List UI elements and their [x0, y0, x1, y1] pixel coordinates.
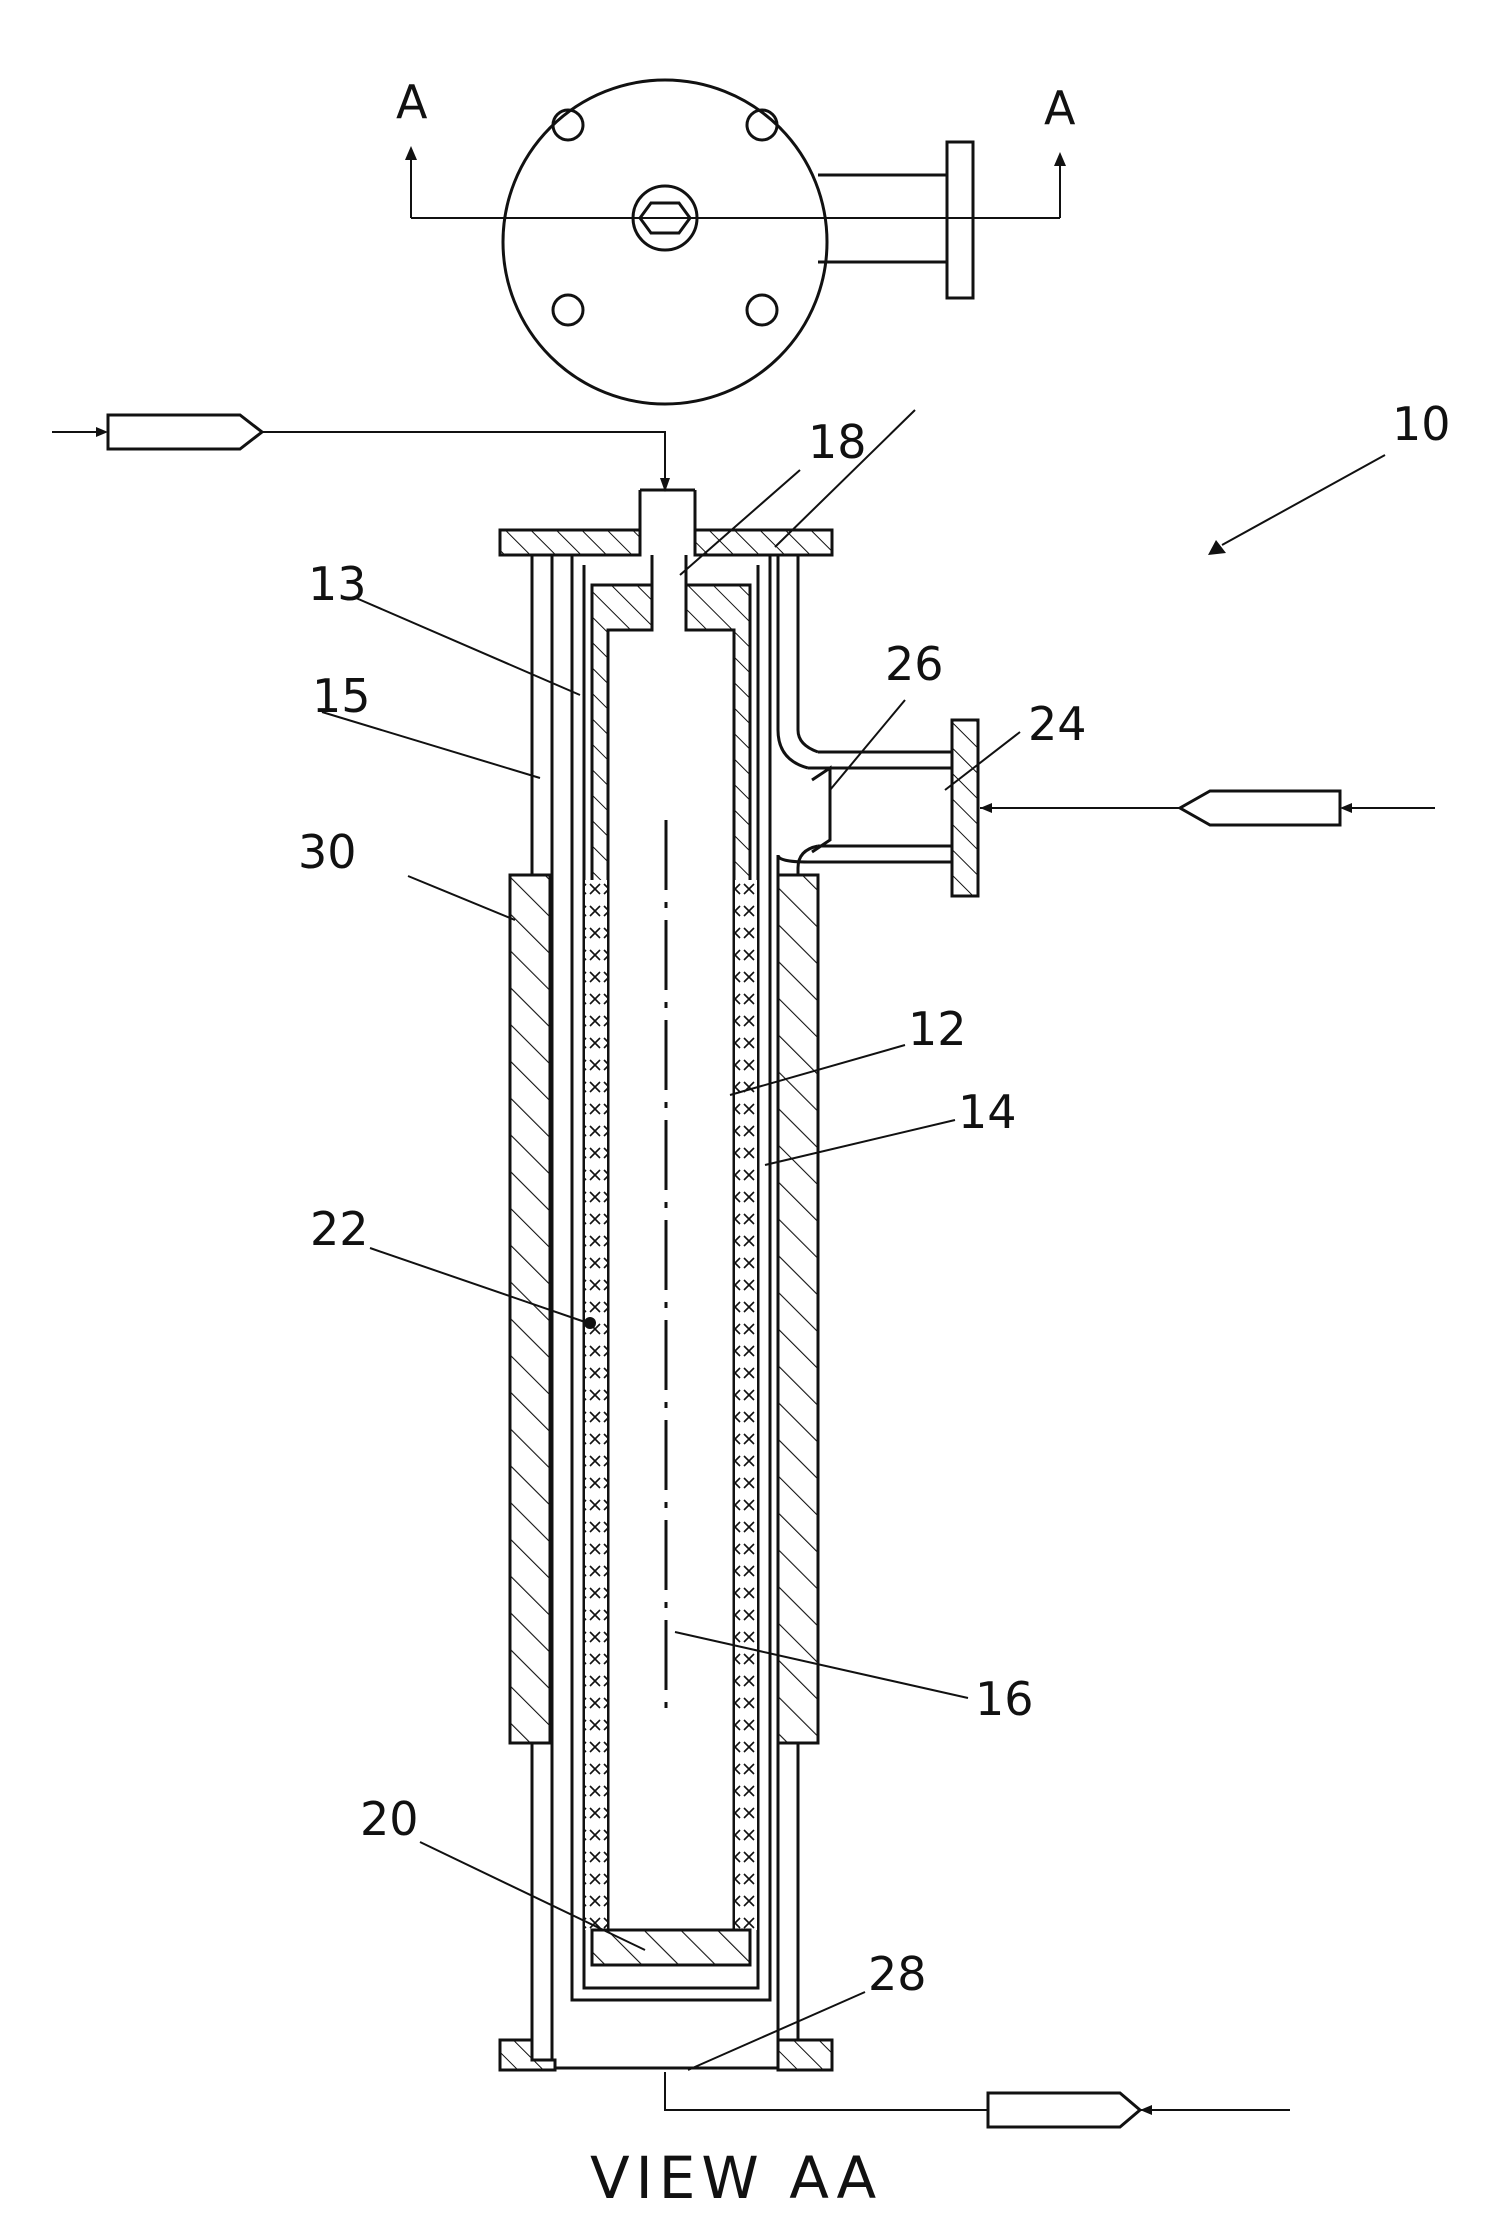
top-port-bore — [652, 555, 686, 630]
side-nozzle-inner — [778, 855, 808, 862]
inlet-arrow-right-end — [980, 803, 992, 813]
inlet-arrow-right-start — [1340, 803, 1352, 813]
side-nozzle-flange-plan — [947, 142, 973, 298]
bolt-hole-bottom-right — [747, 295, 777, 325]
label-12: 12 — [908, 1002, 967, 1056]
label-22: 22 — [310, 1202, 369, 1256]
label-20: 20 — [360, 1792, 419, 1846]
flange-disc — [503, 80, 827, 404]
label-30: 30 — [298, 825, 357, 879]
inlet-arrow-top-start — [96, 427, 108, 437]
arrow-10 — [1208, 540, 1226, 555]
section-arrow-right — [1054, 152, 1066, 166]
reference-labels: 10 18 13 15 26 24 30 12 14 22 16 20 28 — [298, 397, 1451, 2001]
bottom-flange — [500, 2040, 832, 2070]
side-nozzle-flange — [952, 720, 978, 896]
leader-10 — [1222, 455, 1385, 545]
leader-lines — [322, 455, 1385, 2070]
section-mark-left: A — [396, 75, 428, 129]
packing-right — [735, 880, 757, 1930]
top-inlet-stub — [640, 490, 695, 555]
leader-30 — [408, 876, 515, 920]
label-13: 13 — [308, 557, 367, 611]
label-15: 15 — [312, 669, 371, 723]
label-14: 14 — [958, 1085, 1017, 1139]
leader-16 — [675, 1632, 968, 1698]
inner-wall-inner — [584, 565, 758, 1988]
bolt-hole-bottom-left — [553, 295, 583, 325]
outlet-device-bottom — [988, 2093, 1140, 2127]
leader-18 — [680, 470, 800, 575]
label-24: 24 — [1028, 697, 1087, 751]
label-10: 10 — [1392, 397, 1451, 451]
inlet-line-top — [52, 432, 665, 488]
leader-13 — [356, 598, 580, 695]
section-mark-right: A — [1044, 81, 1076, 135]
label-28: 28 — [868, 1947, 927, 2001]
view-title: VIEW AA — [590, 2144, 882, 2212]
leader-26 — [830, 700, 905, 790]
top-plan-view: A A — [396, 75, 1076, 404]
label-26: 26 — [885, 637, 944, 691]
heater-jacket-right — [778, 875, 818, 1743]
top-flange — [500, 530, 832, 555]
outlet-line-bottom — [665, 2072, 1290, 2110]
section-arrow-left — [405, 146, 417, 160]
label-18: 18 — [808, 415, 867, 469]
side-baffle — [812, 768, 830, 852]
label-16: 16 — [975, 1672, 1034, 1726]
heater-jacket-left — [510, 875, 550, 1743]
packing-left — [585, 880, 607, 1930]
inlet-device-right — [1180, 791, 1340, 825]
inlet-device-top — [108, 415, 262, 449]
bolt-hole-top-left — [553, 110, 583, 140]
bolt-hole-top-right — [747, 110, 777, 140]
sensor-point — [584, 1317, 596, 1329]
section-view — [500, 490, 978, 2070]
